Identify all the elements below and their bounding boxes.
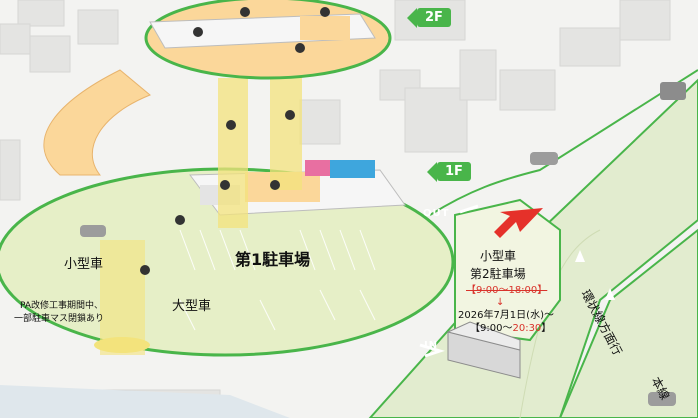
pillar-lower bbox=[100, 240, 145, 355]
notice-line2: 一部駐車マス閉鎖あり bbox=[14, 314, 105, 324]
pillar-base bbox=[94, 337, 150, 353]
pillar-elevator bbox=[270, 70, 302, 190]
floor-1f-tag: 1F bbox=[427, 162, 471, 182]
pillar-stairs bbox=[218, 78, 248, 228]
out-arrow-icon bbox=[459, 204, 479, 214]
car-icon bbox=[530, 152, 558, 165]
lot2-arrow: ↓ bbox=[496, 297, 505, 308]
lot2-old-hours: 【9:00～18:00】 bbox=[466, 285, 548, 296]
large-car-label: 大型車 bbox=[172, 299, 212, 314]
lot1-label: 第1駐車場 bbox=[235, 250, 311, 269]
truck-icon bbox=[446, 321, 521, 379]
small-car-label: 小型車 bbox=[64, 257, 104, 272]
notice-line1: PA改修工事期間中、 bbox=[20, 301, 104, 311]
walkway-ramp bbox=[43, 69, 151, 176]
road-arrow-icon bbox=[575, 250, 585, 262]
out-label: OUT bbox=[423, 208, 450, 219]
in-arrow-icon bbox=[419, 343, 445, 358]
floor-2f-tag: 2F bbox=[407, 8, 451, 28]
bus-icon bbox=[660, 82, 686, 100]
facility-icons bbox=[140, 7, 330, 275]
water-area bbox=[0, 385, 290, 418]
road-arrow-icon bbox=[605, 288, 615, 300]
lot2-small-label: 小型車 bbox=[480, 249, 517, 263]
lot2-date: 2026年7月1日(水)～ bbox=[458, 310, 554, 321]
car-icon bbox=[648, 392, 676, 406]
lot2-name: 第2駐車場 bbox=[470, 267, 526, 281]
car-icon bbox=[80, 225, 106, 237]
in-label: IN bbox=[424, 340, 439, 351]
parking-stripes bbox=[179, 229, 376, 331]
red-arrow-icon bbox=[494, 208, 543, 238]
lot2-new-hours: 【9:00～20:30】 bbox=[470, 323, 552, 334]
